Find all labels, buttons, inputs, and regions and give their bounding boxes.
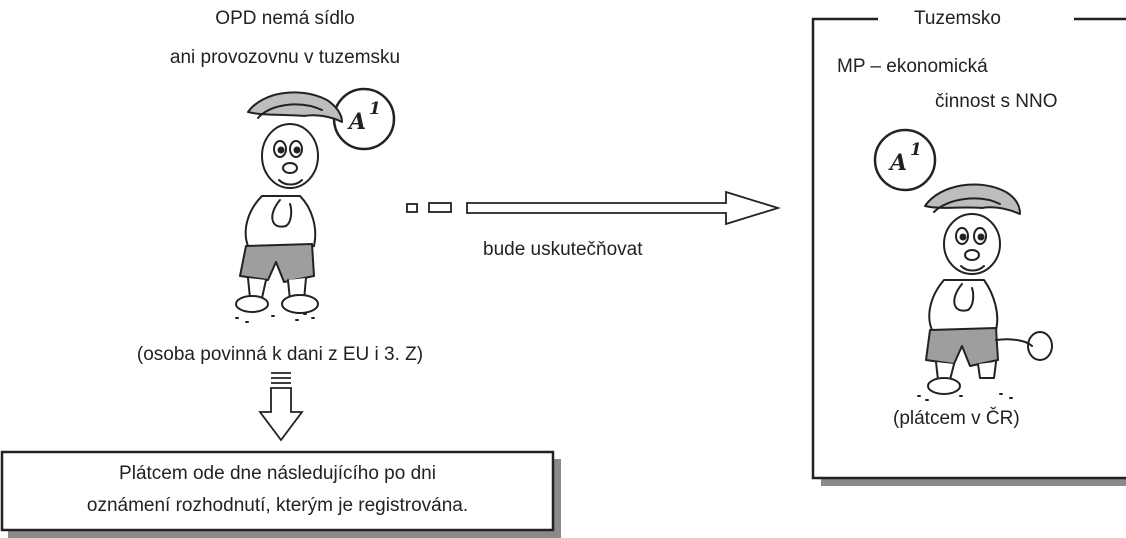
left-title-line2: ani provozovnu v tuzemsku	[169, 47, 401, 68]
left-title-line1: OPD nemá sídlo	[215, 8, 355, 29]
left-badge-letter: A	[349, 109, 367, 135]
arrow-dash-2	[428, 202, 452, 213]
right-badge-label: A 1	[881, 140, 931, 180]
down-arrow	[258, 372, 304, 442]
left-badge-superscript: 1	[369, 99, 381, 119]
right-badge-circle	[873, 128, 937, 192]
result-box-line1: Plátcem ode dne následujícího po dni	[119, 463, 436, 484]
right-figure	[917, 183, 1053, 401]
arrow-body	[466, 190, 782, 226]
left-caption: (osoba povinná k dani z EU i 3. Z)	[136, 344, 424, 365]
horizontal-arrow	[406, 190, 782, 226]
right-panel-line2: činnost s NNO	[935, 91, 1058, 112]
left-figure	[235, 91, 343, 323]
arrow-label: bude uskutečňovat	[483, 239, 643, 260]
left-figure-hat	[247, 91, 343, 123]
left-badge-label: A 1	[340, 99, 390, 139]
right-badge-letter: A	[890, 150, 908, 176]
right-panel-caption: (plátcem v ČR)	[893, 408, 1020, 429]
result-box	[0, 450, 555, 532]
right-panel-title: Tuzemsko	[914, 8, 1001, 29]
arrow-dash-1	[406, 203, 418, 213]
result-box-line2: oznámení rozhodnutí, kterým je registrov…	[86, 495, 469, 516]
right-panel-frame	[811, 17, 1126, 480]
down-arrow-body	[258, 387, 304, 442]
result-box-shadow-bottom	[8, 530, 561, 538]
right-panel-line1: MP – ekonomická	[837, 56, 988, 77]
right-badge-superscript: 1	[910, 140, 922, 160]
